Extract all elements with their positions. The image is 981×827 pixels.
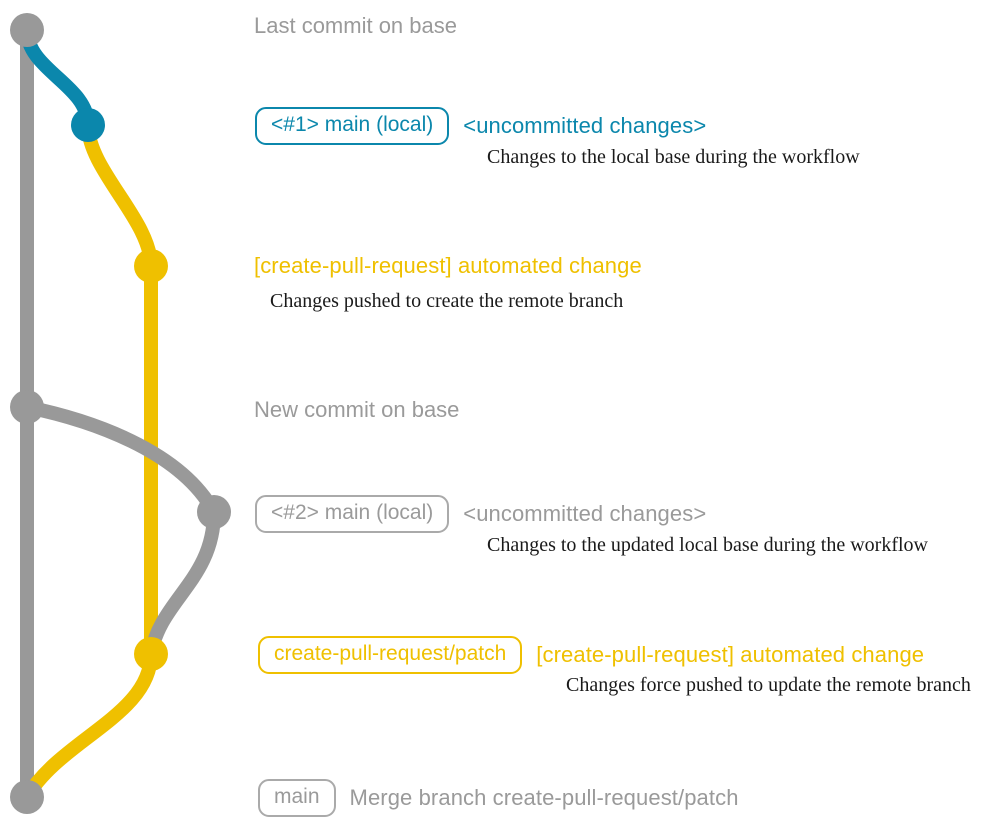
edge-local-c4-c5	[20, 400, 221, 519]
commit-nodes	[10, 13, 231, 814]
entry-merge: main Merge branch create-pull-request/pa…	[258, 779, 739, 817]
headline-merge: Merge branch create-pull-request/patch	[349, 785, 739, 810]
note-automated-change-2: Changes force pushed to update the remot…	[566, 674, 971, 696]
note-local-1: Changes to the local base during the wor…	[487, 146, 860, 168]
edge-merge-c6-c7	[20, 647, 158, 804]
entry-automated-change-1: [create-pull-request] automated change	[254, 254, 642, 278]
edge-local-c5-c6	[144, 505, 221, 661]
entry-automated-change-2: create-pull-request/patch [create-pull-r…	[258, 636, 924, 674]
commit-node-automated-change-2[interactable]	[134, 637, 168, 671]
entry-local-1: <#1> main (local) <uncommitted changes>	[255, 107, 706, 145]
note-automated-change-1: Changes pushed to create the remote bran…	[270, 290, 624, 312]
entry-local-2: <#2> main (local) <uncommitted changes>	[255, 495, 706, 533]
headline-automated-change-1: [create-pull-request] automated change	[254, 253, 642, 278]
label-new-commit-on-base: New commit on base	[254, 397, 460, 422]
headline-local-2: <uncommitted changes>	[463, 501, 707, 526]
branch-badge-local-2[interactable]: <#2> main (local)	[255, 495, 450, 533]
commit-node-new-commit-on-base[interactable]	[10, 390, 44, 424]
headline-local-1: <uncommitted changes>	[463, 113, 707, 138]
commit-node-local-2[interactable]	[197, 495, 231, 529]
branch-badge-local-1[interactable]: <#1> main (local)	[255, 107, 450, 145]
branch-badge-create-pull-request-patch[interactable]: create-pull-request/patch	[258, 636, 523, 674]
commit-node-automated-change-1[interactable]	[134, 249, 168, 283]
headline-automated-change-2: [create-pull-request] automated change	[536, 642, 925, 667]
commit-node-merge[interactable]	[10, 780, 44, 814]
note-local-2: Changes to the updated local base during…	[487, 534, 928, 556]
commit-node-local-1[interactable]	[71, 108, 105, 142]
commit-node-last-commit-on-base[interactable]	[10, 13, 44, 47]
branch-badge-main[interactable]: main	[258, 779, 336, 817]
label-last-commit-on-base: Last commit on base	[254, 13, 457, 38]
